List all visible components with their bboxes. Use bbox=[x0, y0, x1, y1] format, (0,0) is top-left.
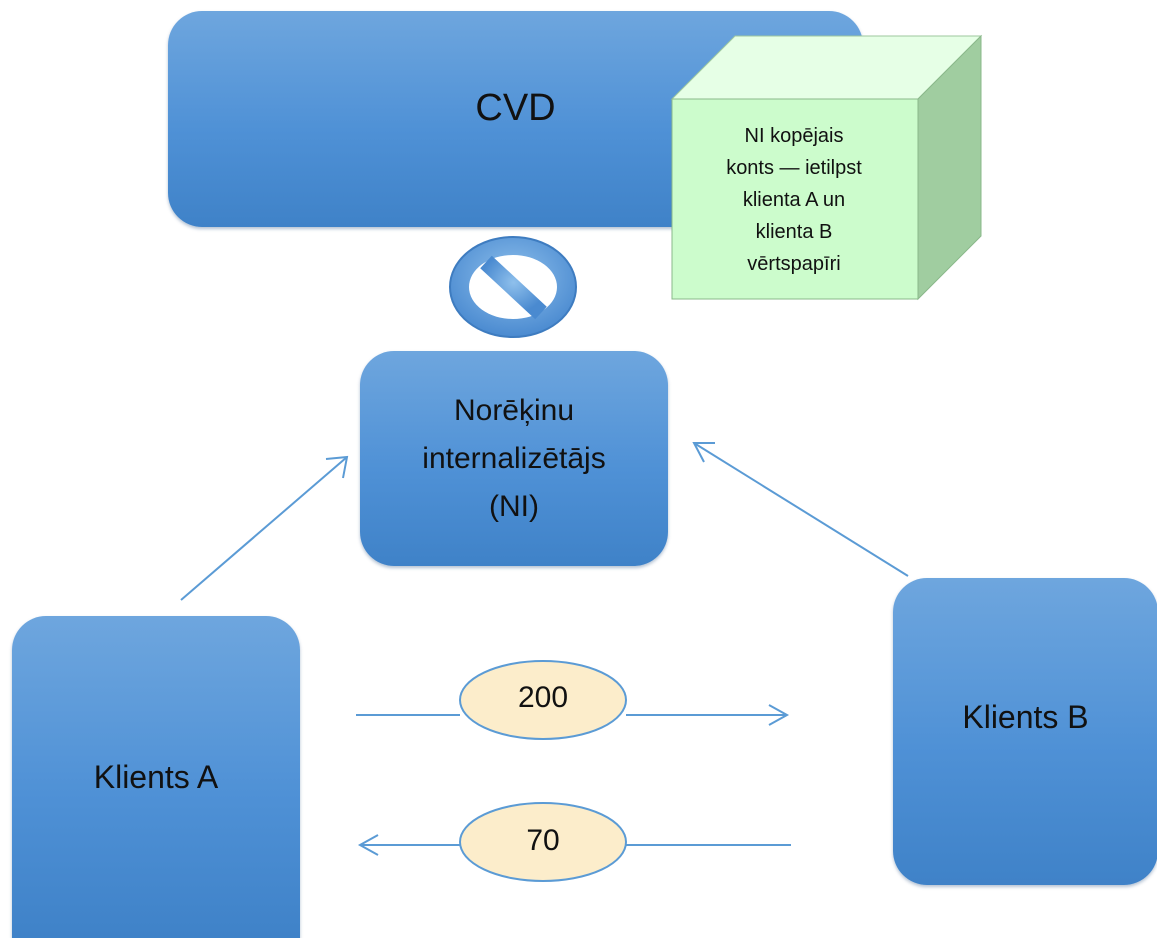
internalizer-line-3: (NI) bbox=[489, 489, 539, 523]
account-line-1: NI kopējais bbox=[744, 124, 844, 147]
arrow-client-a-to-ni-head bbox=[325, 455, 349, 479]
internalizer-line-2: internalizētājs bbox=[422, 441, 606, 475]
flow-200-value: 200 bbox=[517, 681, 569, 714]
cube-front-face bbox=[671, 98, 919, 300]
internalizer-box: Norēķinu internalizētājs (NI) bbox=[360, 351, 668, 566]
arrow-client-b-to-ni bbox=[693, 442, 909, 577]
client-b-box: Klients B bbox=[893, 578, 1157, 885]
account-line-5: vērtspapīri bbox=[747, 252, 841, 275]
cvd-label: CVD bbox=[475, 87, 556, 129]
account-cube-label: NI kopējais konts — ietilpst klienta A u… bbox=[671, 100, 917, 299]
arrow-client-a-to-ni bbox=[180, 456, 348, 601]
account-line-3: klienta A un bbox=[742, 188, 846, 211]
flow-70-arrowhead bbox=[357, 834, 379, 856]
client-a-label: Klients A bbox=[93, 758, 219, 795]
flow-70-oval bbox=[459, 802, 627, 882]
arrow-client-b-to-ni-head bbox=[692, 442, 715, 463]
account-line-2: konts — ietilpst bbox=[726, 156, 862, 179]
flow-200-arrowhead bbox=[768, 704, 790, 726]
internalizer-label: Norēķinu internalizētājs (NI) bbox=[422, 387, 605, 531]
account-line-4: klienta B bbox=[755, 220, 833, 243]
flow-200-oval bbox=[459, 660, 627, 740]
flow-70-value: 70 bbox=[526, 824, 560, 857]
account-cube bbox=[670, 34, 983, 301]
client-a-box: Klients A bbox=[12, 616, 300, 938]
no-entry-icon bbox=[449, 236, 577, 338]
client-b-label: Klients B bbox=[962, 699, 1089, 735]
internalizer-line-1: Norēķinu bbox=[453, 393, 575, 427]
